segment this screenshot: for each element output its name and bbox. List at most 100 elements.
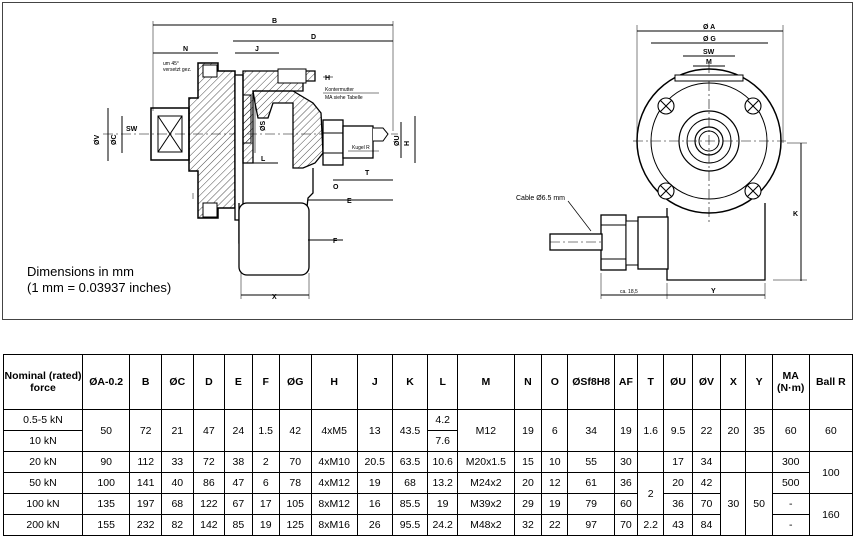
cell-x: 30: [720, 472, 747, 536]
cell-l: 13.2: [427, 472, 458, 494]
cell-n: 15: [513, 451, 543, 473]
cell-k: 85.5: [391, 493, 429, 515]
cell-n: 20: [513, 472, 543, 494]
label-v: ØV: [94, 135, 101, 145]
cell-b: 72: [129, 409, 162, 452]
angle-note-2: versetzt gez.: [163, 67, 191, 73]
cell-l: 10.6: [427, 451, 458, 473]
cell-r: 160: [808, 493, 854, 536]
cell-t: 2: [636, 472, 665, 515]
cell-l: 19: [427, 493, 458, 515]
cell-e: 67: [224, 493, 253, 515]
header-ma: MA (N·m): [771, 354, 810, 410]
label-sw-left: SW: [126, 126, 138, 133]
table-row: 200 kN 155 232 82 142 85 19 125 8xM16 26…: [3, 514, 853, 536]
table-header-row: Nominal (rated) force ØA-0.2 B ØC D E F …: [3, 354, 854, 410]
cell-v: 70: [691, 493, 722, 515]
label-m: M: [706, 59, 712, 66]
label-u: ØU: [394, 136, 401, 147]
cell-e: 38: [224, 451, 253, 473]
header-x: X: [720, 354, 747, 410]
cell-j: 13: [356, 409, 393, 452]
table-row: 0.5-5 kN 50 72 21 47 24 1.5 42 4xM5 13 4…: [3, 409, 854, 452]
cell-v: 42: [691, 472, 722, 494]
cell-v: 84: [691, 514, 722, 536]
cell-ma: -: [771, 514, 810, 536]
cell-t: [636, 451, 665, 473]
cell-f: 2: [251, 451, 280, 473]
cell-af: 36: [613, 472, 639, 494]
cell-m: M39x2: [456, 493, 515, 515]
cell-b: 197: [129, 493, 162, 515]
cell-af: 30: [613, 451, 639, 473]
force-cell: 100 kN: [3, 493, 83, 515]
header-force: Nominal (rated) force: [3, 354, 83, 410]
ball-note: Kugel R: [352, 145, 370, 151]
cell-v: 34: [691, 451, 722, 473]
cell-g: 70: [278, 451, 312, 473]
table-row: 20 kN 90 112 33 72 38 2 70 4xM10 20.5 63…: [3, 451, 854, 494]
cell-j: 19: [356, 472, 393, 494]
cell-b: 141: [129, 472, 162, 494]
cell-g: 125: [278, 514, 312, 536]
cell-b: 112: [129, 451, 162, 473]
cell-l: 4.2: [427, 409, 458, 431]
cell-s: 79: [567, 493, 615, 515]
cell-h: 4xM12: [310, 472, 358, 494]
cell-n: 32: [513, 514, 543, 536]
label-j: J: [255, 46, 259, 53]
label-e: E: [347, 198, 352, 205]
cell-a: 100: [81, 472, 131, 494]
cell-f: 17: [251, 493, 280, 515]
cell-m: M20x1.5: [456, 451, 515, 473]
cell-t: 2.2: [636, 514, 665, 536]
cell-u: 43: [663, 514, 693, 536]
label-f: F: [333, 238, 338, 245]
cell-u: 36: [663, 493, 693, 515]
cell-k: 68: [391, 472, 429, 494]
cell-s: 55: [567, 451, 615, 473]
cell-ma: 300: [771, 451, 810, 473]
cell-h: 8xM12: [310, 493, 358, 515]
cell-a: 155: [81, 514, 131, 536]
cell-c: 82: [160, 514, 194, 536]
header-t: T: [636, 354, 665, 410]
cell-e: 47: [224, 472, 253, 494]
force-cell: 200 kN: [3, 514, 83, 536]
cell-c: 40: [160, 472, 194, 494]
header-b: B: [129, 354, 162, 410]
label-o: O: [333, 184, 339, 191]
cell-k: 63.5: [391, 451, 429, 473]
angle-note-1: um 45°: [163, 61, 179, 67]
cell-ma: 500: [771, 472, 810, 494]
cell-m: M12: [456, 409, 515, 452]
label-l: L: [261, 156, 266, 163]
header-e: E: [224, 354, 253, 410]
header-af: AF: [613, 354, 639, 410]
header-g: ØG: [278, 354, 312, 410]
cell-h: 4xM5: [310, 409, 358, 452]
table-row: 50 kN 100 141 40 86 47 6 78 4xM12 19 68 …: [3, 472, 853, 536]
label-n: N: [183, 46, 188, 53]
technical-drawing: B D N J H SW ØV ØC ØS ØU H L O T E F X u…: [94, 18, 807, 301]
cell-g: 78: [278, 472, 312, 494]
header-l: L: [427, 354, 458, 410]
cell-o: 6: [541, 409, 569, 452]
header-m: M: [456, 354, 515, 410]
cell-f: 19: [251, 514, 280, 536]
header-o: O: [541, 354, 569, 410]
label-c: ØC: [111, 135, 118, 146]
label-sw-right: SW: [703, 49, 715, 56]
cell-y: 50: [745, 472, 773, 536]
cell-l: 24.2: [427, 514, 458, 536]
header-h: H: [310, 354, 358, 410]
cell-e: 85: [224, 514, 253, 536]
nut-note-1: Kontermutter: [325, 87, 354, 93]
cell-n: 29: [513, 493, 543, 515]
label-d: D: [311, 34, 316, 41]
force-cell: 20 kN: [3, 451, 83, 473]
nut-note-2: MA siehe Tabelle: [325, 95, 363, 101]
cell-u: 9.5: [663, 409, 693, 452]
label-ca: ca. 18,5: [620, 289, 638, 295]
cell-g: 105: [278, 493, 312, 515]
